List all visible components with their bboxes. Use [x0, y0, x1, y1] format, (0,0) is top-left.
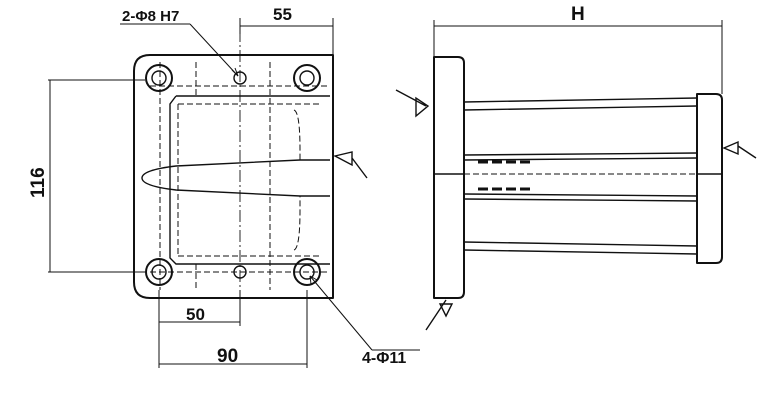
pin-holes-callout: 2-Φ8 H7: [122, 8, 179, 25]
datum-symbol-side-bottom: [425, 299, 454, 331]
u-slot: [141, 159, 330, 197]
pin-hole-bottom: [233, 265, 247, 279]
side-body: [463, 97, 698, 255]
side-left-flange: [433, 56, 465, 299]
bolt-hole-top-left: [145, 64, 173, 92]
side-view-dimensions: [433, 20, 723, 94]
bolt-holes-callout: 4-Φ11: [362, 350, 406, 367]
dim-pin-offset: 55: [273, 5, 292, 24]
dim-pin-pitch-horizontal: 50: [186, 305, 205, 324]
dim-overall-height: H: [571, 4, 585, 25]
bolt-hole-bottom-right: [293, 258, 321, 286]
datum-symbol-side-left: [395, 89, 430, 118]
bolt-hole-bottom-left: [145, 258, 173, 286]
side-view: [395, 56, 757, 331]
bracket-inner-outline: [169, 95, 330, 265]
side-right-block: [696, 93, 723, 264]
front-view: [133, 30, 368, 310]
plate-outline: [133, 54, 334, 299]
dim-bolt-pitch-horizontal: 90: [217, 346, 238, 367]
pin-hole-top: [233, 71, 247, 85]
datum-symbol-front: [333, 151, 368, 179]
front-view-dimensions: [48, 18, 420, 368]
dim-hole-pitch-vertical: 116: [28, 167, 49, 198]
bracket-inner-hidden: [177, 103, 322, 257]
datum-symbol-side-right: [722, 140, 757, 159]
u-slot-hidden: [293, 109, 301, 251]
bolt-hole-top-right: [293, 64, 321, 92]
rib-hidden-lines: [150, 62, 330, 290]
